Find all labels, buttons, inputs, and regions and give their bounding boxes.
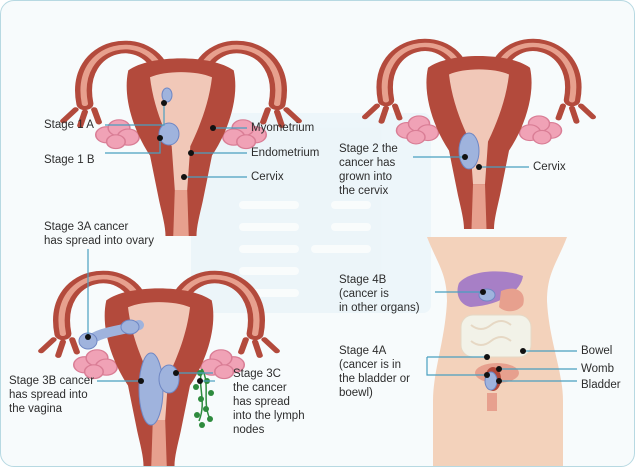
label-bowel: Bowel [581, 345, 613, 357]
label-stage-1a: Stage 1 A [44, 119, 94, 131]
label-stage-3b: Stage 3B cancer has spread into the vagi… [9, 375, 95, 415]
label-stage-2: Stage 2 the cancer has grown into the ce… [339, 143, 398, 197]
label-cervix-a: Cervix [251, 171, 284, 183]
uterus-panel-a [63, 47, 299, 236]
torso-panel [426, 237, 577, 466]
uterus-panel-c [41, 249, 277, 466]
label-bladder: Bladder [581, 379, 621, 391]
label-stage-4a: Stage 4A (cancer is in the bladder or bo… [339, 345, 410, 399]
label-endometrium: Endometrium [251, 147, 320, 159]
label-stage-3a: Stage 3A cancer has spread into ovary [44, 221, 154, 247]
label-cervix-b: Cervix [533, 161, 566, 173]
label-stage-1b: Stage 1 B [44, 154, 95, 166]
label-stage-3c: Stage 3C the cancer has spread into the … [233, 368, 305, 436]
uterus-panel-b [365, 45, 593, 229]
label-stage-4b: Stage 4B (cancer is in other organs) [339, 274, 420, 314]
label-womb: Womb [581, 363, 615, 375]
label-myometrium: Myometrium [251, 122, 315, 134]
lymph-nodes [193, 368, 214, 428]
